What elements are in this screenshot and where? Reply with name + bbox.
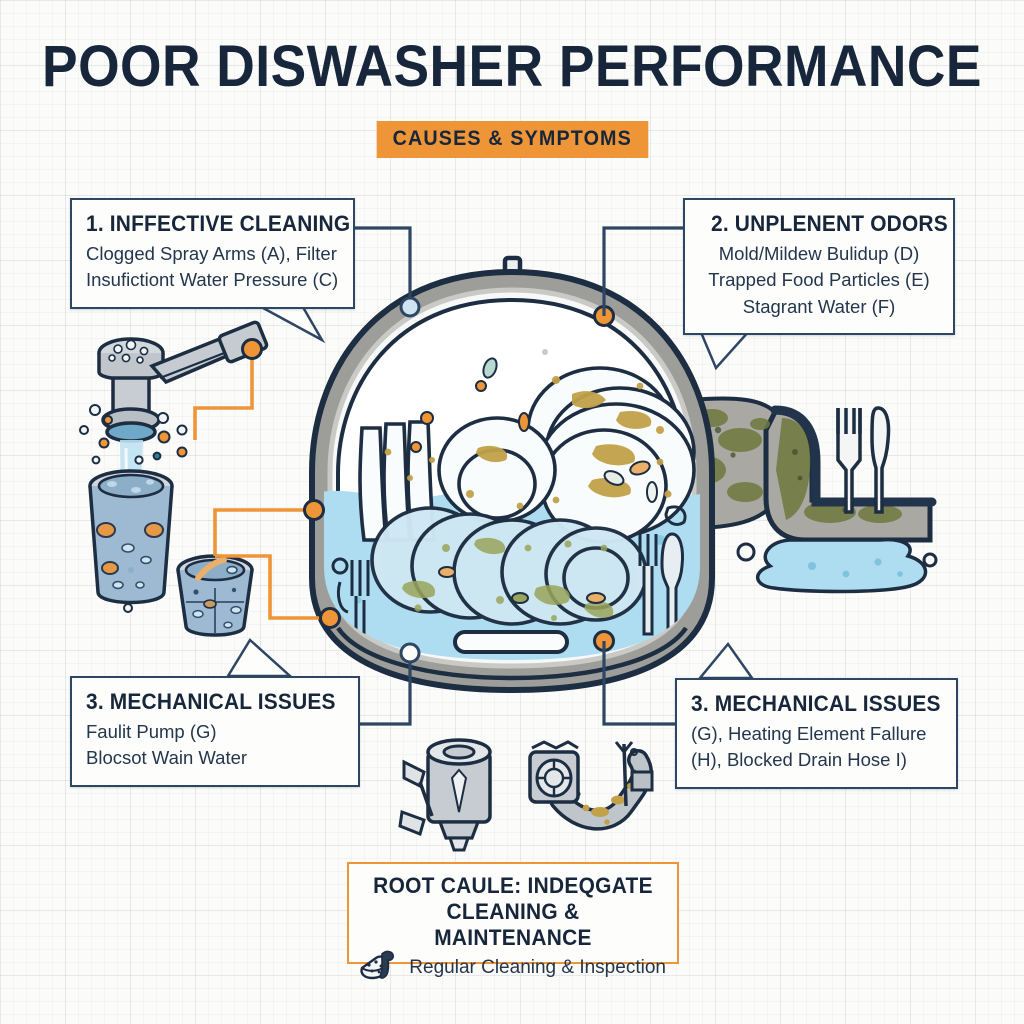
callout-line: Blocsot Wain Water <box>86 747 248 769</box>
footer-note: Regular Cleaning & Inspection <box>0 948 1024 988</box>
stagnant-water <box>324 484 700 660</box>
pump-motor <box>398 738 492 852</box>
cutlery-right <box>638 505 687 636</box>
callout-heading: 3. MECHANICAL ISSUES <box>691 691 941 716</box>
callout-line: Stagrant Water (F) <box>742 295 896 317</box>
clogged-spray-arm <box>79 320 269 613</box>
callout-heading: 2. UNPLENENT ODORS <box>711 211 948 236</box>
cutlery-left <box>331 557 370 640</box>
utensils-icon <box>836 406 891 514</box>
moldy-drain-hose <box>686 396 938 594</box>
callout-mechanical-issues-right[interactable]: 3. MECHANICAL ISSUES (G), Heating Elemen… <box>675 678 958 789</box>
callout-ineffective-cleaning[interactable]: 1. INFFECTIVE CLEANING Clogged Spray Arm… <box>70 198 355 309</box>
callout-line: (H), Blocked Drain Hose I) <box>691 749 907 771</box>
filter-basket-lower <box>176 554 254 637</box>
callout-mechanical-issues-left[interactable]: 3. MECHANICAL ISSUES Faulit Pump (G) Blo… <box>70 676 360 787</box>
connector-lines-orange <box>193 350 330 620</box>
food-residue <box>384 376 672 510</box>
dishwasher-drum <box>309 255 715 694</box>
callout-line: Insufictiont Water Pressure (C) <box>86 269 339 291</box>
callout-heading: 1. INFFECTIVE CLEANING <box>86 211 351 236</box>
subtitle-container: CAUSES & SYMPTOMS <box>0 121 1024 158</box>
root-cause-box: ROOT CAULE: INDEQGATE CLEANING & MAINTEN… <box>347 862 679 964</box>
callout-line: Clogged Spray Arms (A), Filter <box>86 243 337 264</box>
subtitle-badge: CAUSES & SYMPTOMS <box>376 121 648 158</box>
floating-food-particles <box>410 349 658 503</box>
callout-line: Mold/Mildew Bulidup (D) <box>718 243 920 264</box>
connector-nodes-blue <box>399 296 421 664</box>
root-cause-line-2: CLEANING & MAINTENANCE <box>434 898 592 950</box>
door-handle <box>453 630 569 654</box>
connector-lines-navy <box>355 226 683 726</box>
blocked-drain-hose <box>528 740 654 831</box>
callout-line: Trapped Food Particles (E) <box>708 269 930 291</box>
connector-nodes-orange <box>241 305 615 652</box>
filter-basket-upper <box>88 469 174 605</box>
callout-heading: 3. MECHANICAL ISSUES <box>86 689 336 714</box>
footer-note-text: Regular Cleaning & Inspection <box>409 956 666 978</box>
callout-unpleasant-odors[interactable]: 2. UNPLENENT ODORS Mold/Mildew Bulidup (… <box>683 198 955 335</box>
callout-tails <box>225 300 755 680</box>
sponge-wrench-icon <box>358 948 398 988</box>
page-title: POOR DISWASHER PERFORMANCE <box>42 34 982 99</box>
callout-line: Faulit Pump (G) <box>86 721 217 742</box>
root-cause-line-1: ROOT CAULE: INDEQGATE <box>373 873 653 898</box>
callout-line: (G), Heating Element Fallure <box>691 723 927 744</box>
